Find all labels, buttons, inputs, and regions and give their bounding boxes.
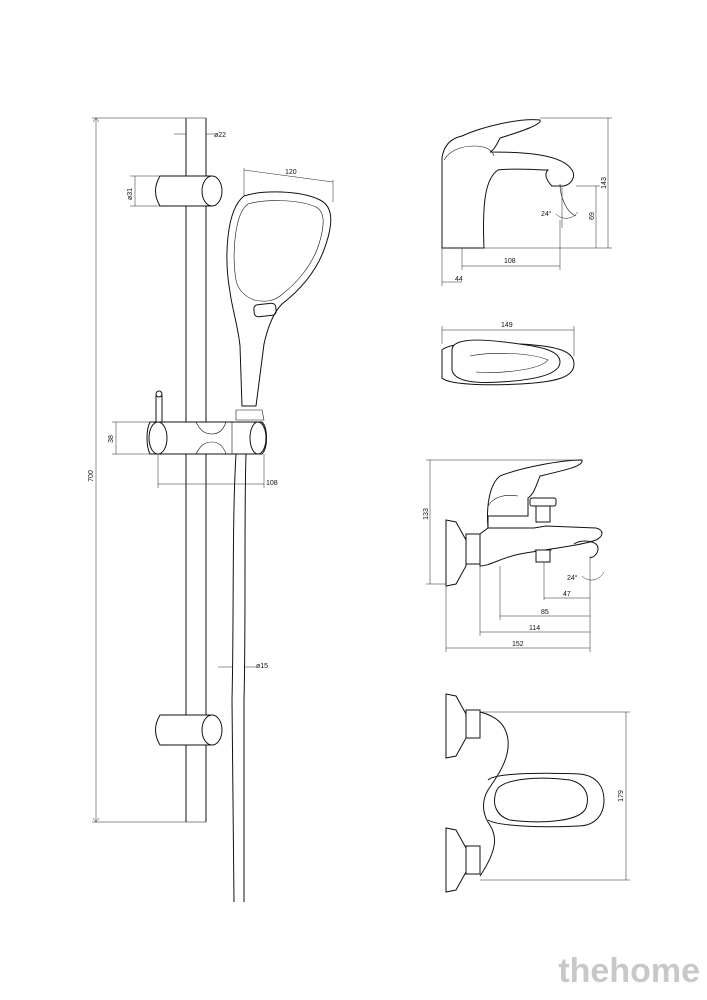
dim-bath-85: 85: [541, 609, 549, 616]
dim-bath-114: 114: [529, 625, 540, 632]
dim-hose-diameter: ø15: [256, 663, 268, 670]
wall-mixer-side-drawing: 179: [445, 693, 630, 893]
dim-basin-reach: 108: [504, 258, 516, 265]
mixer-top-view-drawing: 149: [441, 322, 575, 386]
dim-rail-diameter: ø22: [214, 132, 226, 139]
dim-wall-height: 179: [618, 790, 625, 802]
bath-mixer-drawing: 133 24° 47 85 114 152: [423, 459, 605, 652]
shower-set-drawing: 700 ø22 ø31 120: [88, 117, 334, 903]
dim-basin-base: 44: [455, 276, 463, 283]
dim-basin-height: 143: [601, 177, 608, 189]
dim-bath-angle: 24°: [567, 574, 578, 582]
dim-holder-diameter: ø31: [127, 188, 134, 200]
dim-slider-depth: 108: [266, 480, 278, 487]
shower-head: [226, 191, 332, 421]
basin-mixer-drawing: 143 69 24° 108 44: [441, 117, 612, 286]
dim-spout-height: 69: [589, 212, 596, 220]
dim-basin-angle: 24°: [541, 210, 552, 218]
dim-top-length: 149: [501, 322, 513, 329]
dim-total-height: 700: [88, 470, 95, 482]
dim-head-width: 120: [285, 169, 297, 176]
dim-bath-47: 47: [563, 591, 571, 598]
watermark-logo: thehome: [558, 952, 700, 990]
dim-bath-152: 152: [512, 641, 524, 648]
dim-slider-height: 38: [108, 435, 115, 443]
dim-bath-height: 133: [423, 508, 430, 520]
